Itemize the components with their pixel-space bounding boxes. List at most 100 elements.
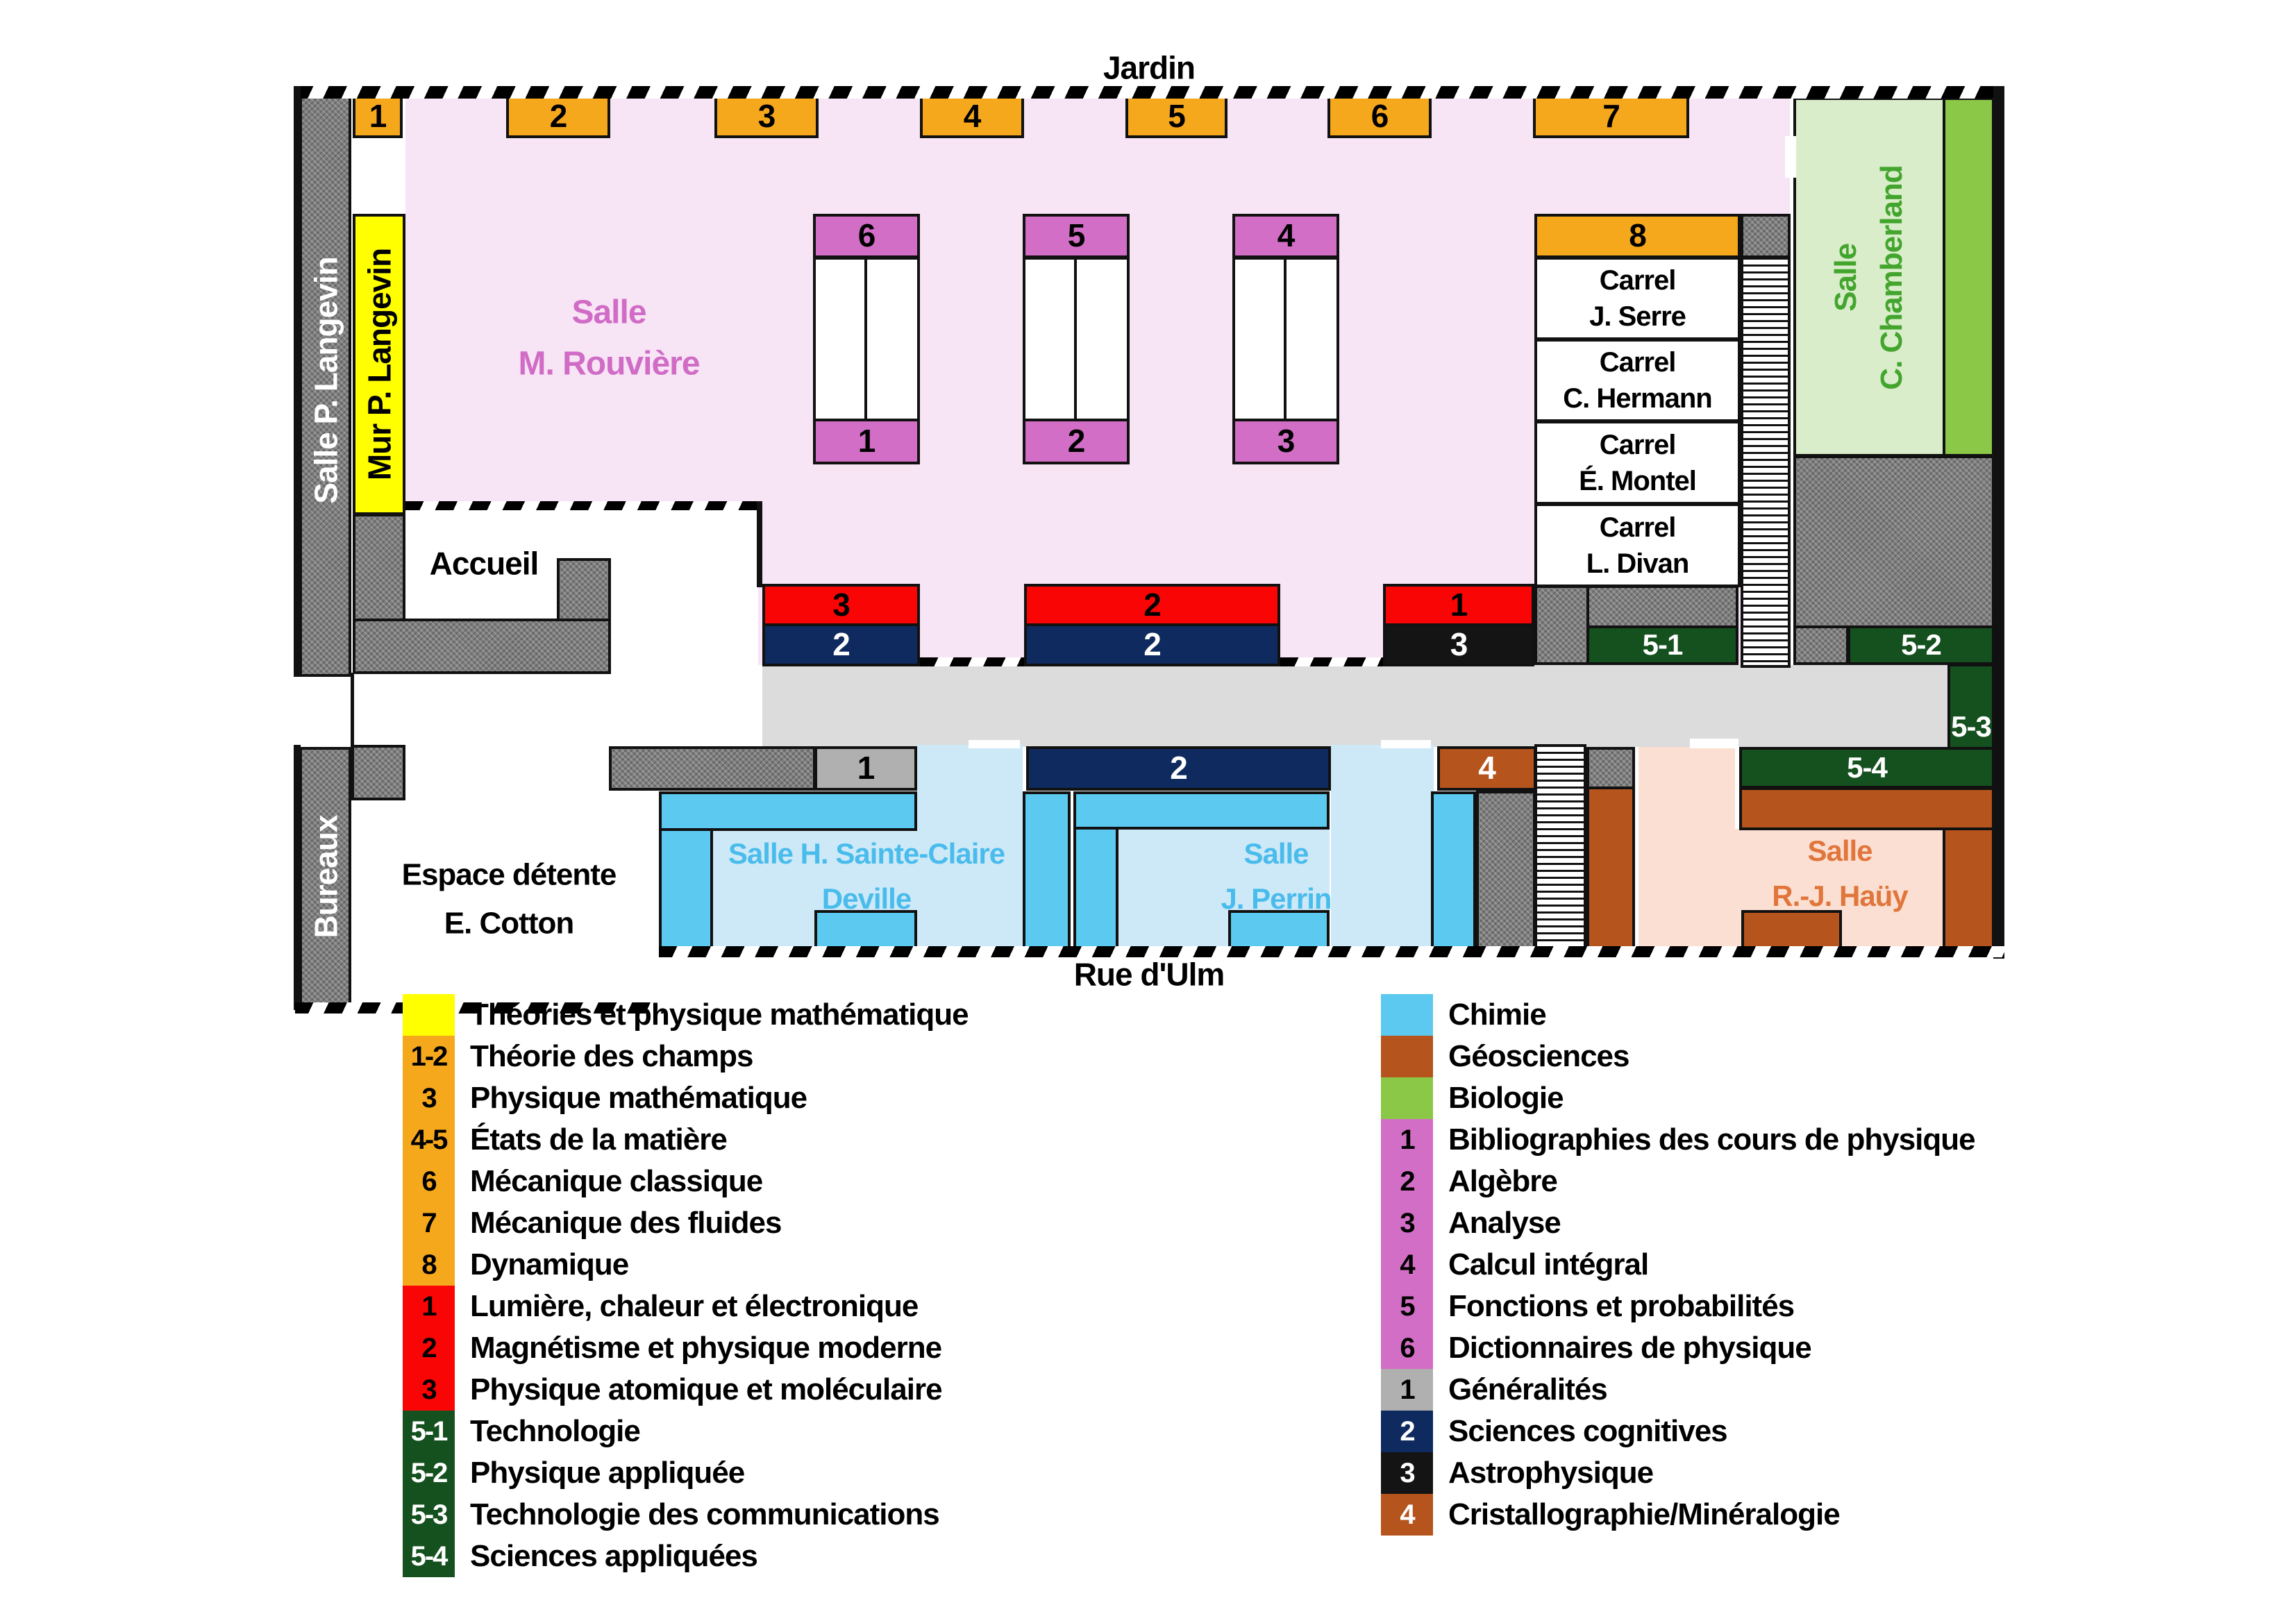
- gray-block-51-left: [1534, 585, 1589, 665]
- espace-cotton-label: Espace détente E. Cotton: [401, 857, 617, 941]
- legend-left-num-1: 1-2: [410, 1041, 449, 1072]
- legend-right-label-9: Généralités: [1448, 1372, 1608, 1406]
- math-shelf-cap-2-label: 2: [1067, 423, 1086, 460]
- biologie-shelf-bar: [1943, 97, 1995, 457]
- legend-right-num-9: 1: [1400, 1374, 1415, 1405]
- accueil-label: Accueil: [429, 545, 539, 582]
- legend-right-num-11: 3: [1400, 1457, 1415, 1488]
- salle-chamberland-room: [1793, 97, 1945, 457]
- wall-salle-langevin: [299, 89, 351, 677]
- legend-left-num-8: 2: [421, 1332, 437, 1363]
- jardin-shelf-5-label: 5: [1168, 98, 1186, 135]
- legend-left-num-3: 4-5: [410, 1124, 449, 1155]
- gray-block-51-top: [1586, 585, 1738, 630]
- jardin-shelf-3-label: 3: [757, 98, 776, 135]
- legend-left-label-8: Magnétisme et physique moderne: [470, 1331, 942, 1365]
- legend-right-swatch-1: [1381, 1036, 1433, 1077]
- door-gap-a: [969, 740, 1020, 748]
- legend-left-swatch-10: 5-1: [403, 1411, 455, 1452]
- math-shelf-cap-4-label: 4: [1277, 217, 1296, 254]
- legend-left-num-7: 1: [421, 1290, 437, 1322]
- gray-block-below-shelf4: [1476, 791, 1536, 949]
- legend-right-swatch-10: 2: [1381, 1411, 1433, 1452]
- legend-right-swatch-5: 3: [1381, 1202, 1433, 1244]
- shelf-red-1-label: 1: [1450, 586, 1468, 623]
- legend-left-swatch-9: 3: [403, 1369, 455, 1411]
- salle-rouviere-label: Salle M. Rouvière: [518, 294, 700, 382]
- shelf-navy-2a-label: 2: [832, 626, 850, 663]
- carrel-hermann-label: Carrel C. Hermann: [1563, 347, 1712, 414]
- legend-right-num-10: 2: [1400, 1415, 1415, 1447]
- legend-right-num-3: 1: [1400, 1124, 1415, 1155]
- legend-right-row-1: Géosciences: [1381, 1036, 1629, 1077]
- shelf-brown-4: 4: [1437, 746, 1536, 791]
- perrin-wall-top: [1073, 791, 1330, 830]
- shelf-red-3-label: 3: [832, 586, 850, 623]
- outer-wall-top: [295, 86, 2004, 99]
- math-shelf-cap-4: 4: [1232, 214, 1339, 258]
- gray-block-above-brown: [1586, 747, 1635, 789]
- legend-right-label-8: Dictionnaires de physique: [1448, 1331, 1812, 1365]
- legend-right-label-12: Cristallographie/Minéralogie: [1448, 1497, 1841, 1531]
- shelf-red-2-label: 2: [1143, 586, 1162, 623]
- math-shelf-mid-b: [1074, 260, 1077, 419]
- legend-left-row-1: 1-2 Théorie des champs: [403, 1036, 753, 1077]
- jardin-shelf-7: 7: [1533, 95, 1689, 138]
- gray-block-52-left: [1793, 625, 1849, 665]
- carrel-montel: Carrel É. Montel: [1534, 421, 1741, 505]
- zone-5-2-label: 5-2: [1901, 628, 1942, 662]
- jardin-shelf-4-label: 4: [963, 98, 982, 135]
- door-gap-c: [1690, 739, 1738, 748]
- legend-left-swatch-1: 1-2: [403, 1036, 455, 1077]
- legend-right-row-2: Biologie: [1381, 1077, 1564, 1119]
- legend-right-label-11: Astrophysique: [1448, 1456, 1654, 1490]
- pink-dash-a: [920, 657, 1024, 666]
- legend-left-label-6: Dynamique: [470, 1247, 629, 1281]
- math-shelf-cap-3-label: 3: [1277, 423, 1296, 460]
- legend-right-swatch-6: 4: [1381, 1244, 1433, 1286]
- math-shelf-mid-c: [1284, 260, 1287, 419]
- jardin-shelf-4: 4: [920, 95, 1024, 138]
- math-shelf-cap-5: 5: [1023, 214, 1130, 258]
- legend-right-label-7: Fonctions et probabilités: [1448, 1289, 1795, 1323]
- legend-right-swatch-0: [1381, 994, 1433, 1036]
- legend-right-num-8: 6: [1400, 1332, 1415, 1363]
- legend-left-label-10: Technologie: [470, 1414, 641, 1448]
- legend-left-label-13: Sciences appliquées: [470, 1539, 758, 1573]
- legend-right-num-5: 3: [1400, 1207, 1415, 1238]
- legend-left-label-1: Théorie des champs: [470, 1039, 753, 1073]
- jardin-shelf-1: 1: [353, 95, 403, 138]
- zone-5-1: 5-1: [1586, 625, 1738, 665]
- math-shelf-cap-3: 3: [1232, 419, 1339, 464]
- jardin-shelf-6-label: 6: [1371, 98, 1389, 135]
- math-shelf-mid-a: [864, 260, 867, 419]
- math-shelf-cap-1: 1: [813, 419, 920, 464]
- shelf-black-3: 3: [1383, 623, 1534, 666]
- legend-left-label-12: Technologie des communications: [470, 1497, 940, 1531]
- corridor-floor: [762, 665, 1949, 747]
- shelf-brown-4-label: 4: [1478, 750, 1496, 787]
- legend-left-num-11: 5-2: [410, 1457, 449, 1488]
- gray-block-above-stairs: [1741, 214, 1791, 258]
- shelf-8: 8: [1534, 214, 1741, 258]
- legend-left-swatch-4: 6: [403, 1161, 455, 1202]
- perrin-desk: [1228, 910, 1330, 951]
- outer-wall-right: [1993, 86, 2004, 959]
- legend-left-row-8: 2 Magnétisme et physique moderne: [403, 1327, 942, 1369]
- legend-left-row-2: 3 Physique mathématique: [403, 1077, 807, 1119]
- shelf-navy-2c: 2: [1026, 746, 1331, 791]
- legend-right-swatch-8: 6: [1381, 1327, 1433, 1369]
- legend-left-label-2: Physique mathématique: [470, 1081, 807, 1115]
- hauy-floor-column: [1639, 747, 1735, 949]
- shelf-gray-1: 1: [814, 746, 917, 791]
- legend-left-num-2: 3: [421, 1082, 437, 1113]
- jardin-shelf-1-label: 1: [369, 98, 387, 135]
- perrin-wall-a: [1023, 791, 1071, 951]
